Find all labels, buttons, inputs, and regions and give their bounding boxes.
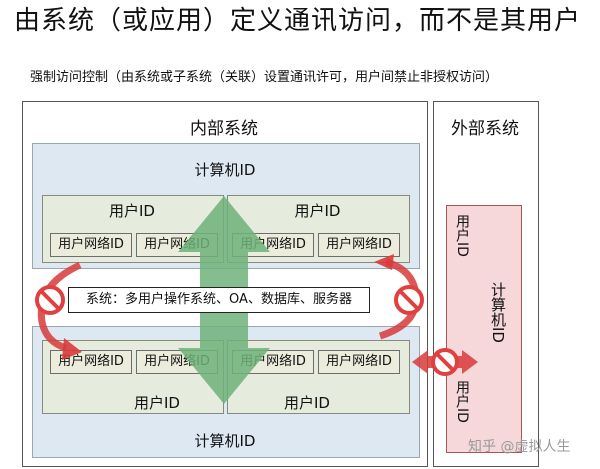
bottom-machine-label: 计算机ID: [194, 432, 256, 450]
top-right-net-id-2: 用户网络ID: [318, 233, 400, 257]
watermark: 知乎 @虚拟人生: [468, 439, 571, 455]
external-user-top: 用户ID: [454, 214, 470, 257]
page-title: 由系统（或应用）定义通讯访问，而不是其用户: [14, 6, 582, 36]
left-prohibit-icon: [35, 285, 65, 315]
top-left-net-id-1: 用户网络ID: [50, 233, 132, 257]
external-machine-label: 计算机ID: [489, 282, 507, 343]
bottom-right-user-label: 用户ID: [284, 394, 330, 412]
right-prohibit-icon: [394, 285, 424, 315]
left-arrowhead-icon: [62, 338, 82, 360]
bottom-left-user-label: 用户ID: [134, 394, 180, 412]
page-subtitle: 强制访问控制（由系统或子系统（关联）设置通讯许可，用户间禁止非授权访问）: [30, 70, 499, 85]
external-user-bottom: 用户ID: [454, 380, 470, 423]
top-right-user-label: 用户ID: [294, 202, 341, 220]
bottom-right-net-id-2: 用户网络ID: [318, 350, 400, 374]
top-machine-label: 计算机ID: [194, 161, 256, 179]
external-machine: [446, 205, 522, 453]
right-arrowhead-icon: [374, 254, 394, 270]
external-system-label: 外部系统: [451, 119, 519, 139]
internal-system-label: 内部系统: [190, 119, 258, 139]
top-left-user-label: 用户ID: [109, 202, 155, 220]
external-prohibit-icon: [431, 348, 459, 376]
left-blocked-arrow-icon: [37, 261, 82, 352]
system-box: 系统：多用户操作系统、OA、数据库、服务器: [68, 287, 370, 313]
